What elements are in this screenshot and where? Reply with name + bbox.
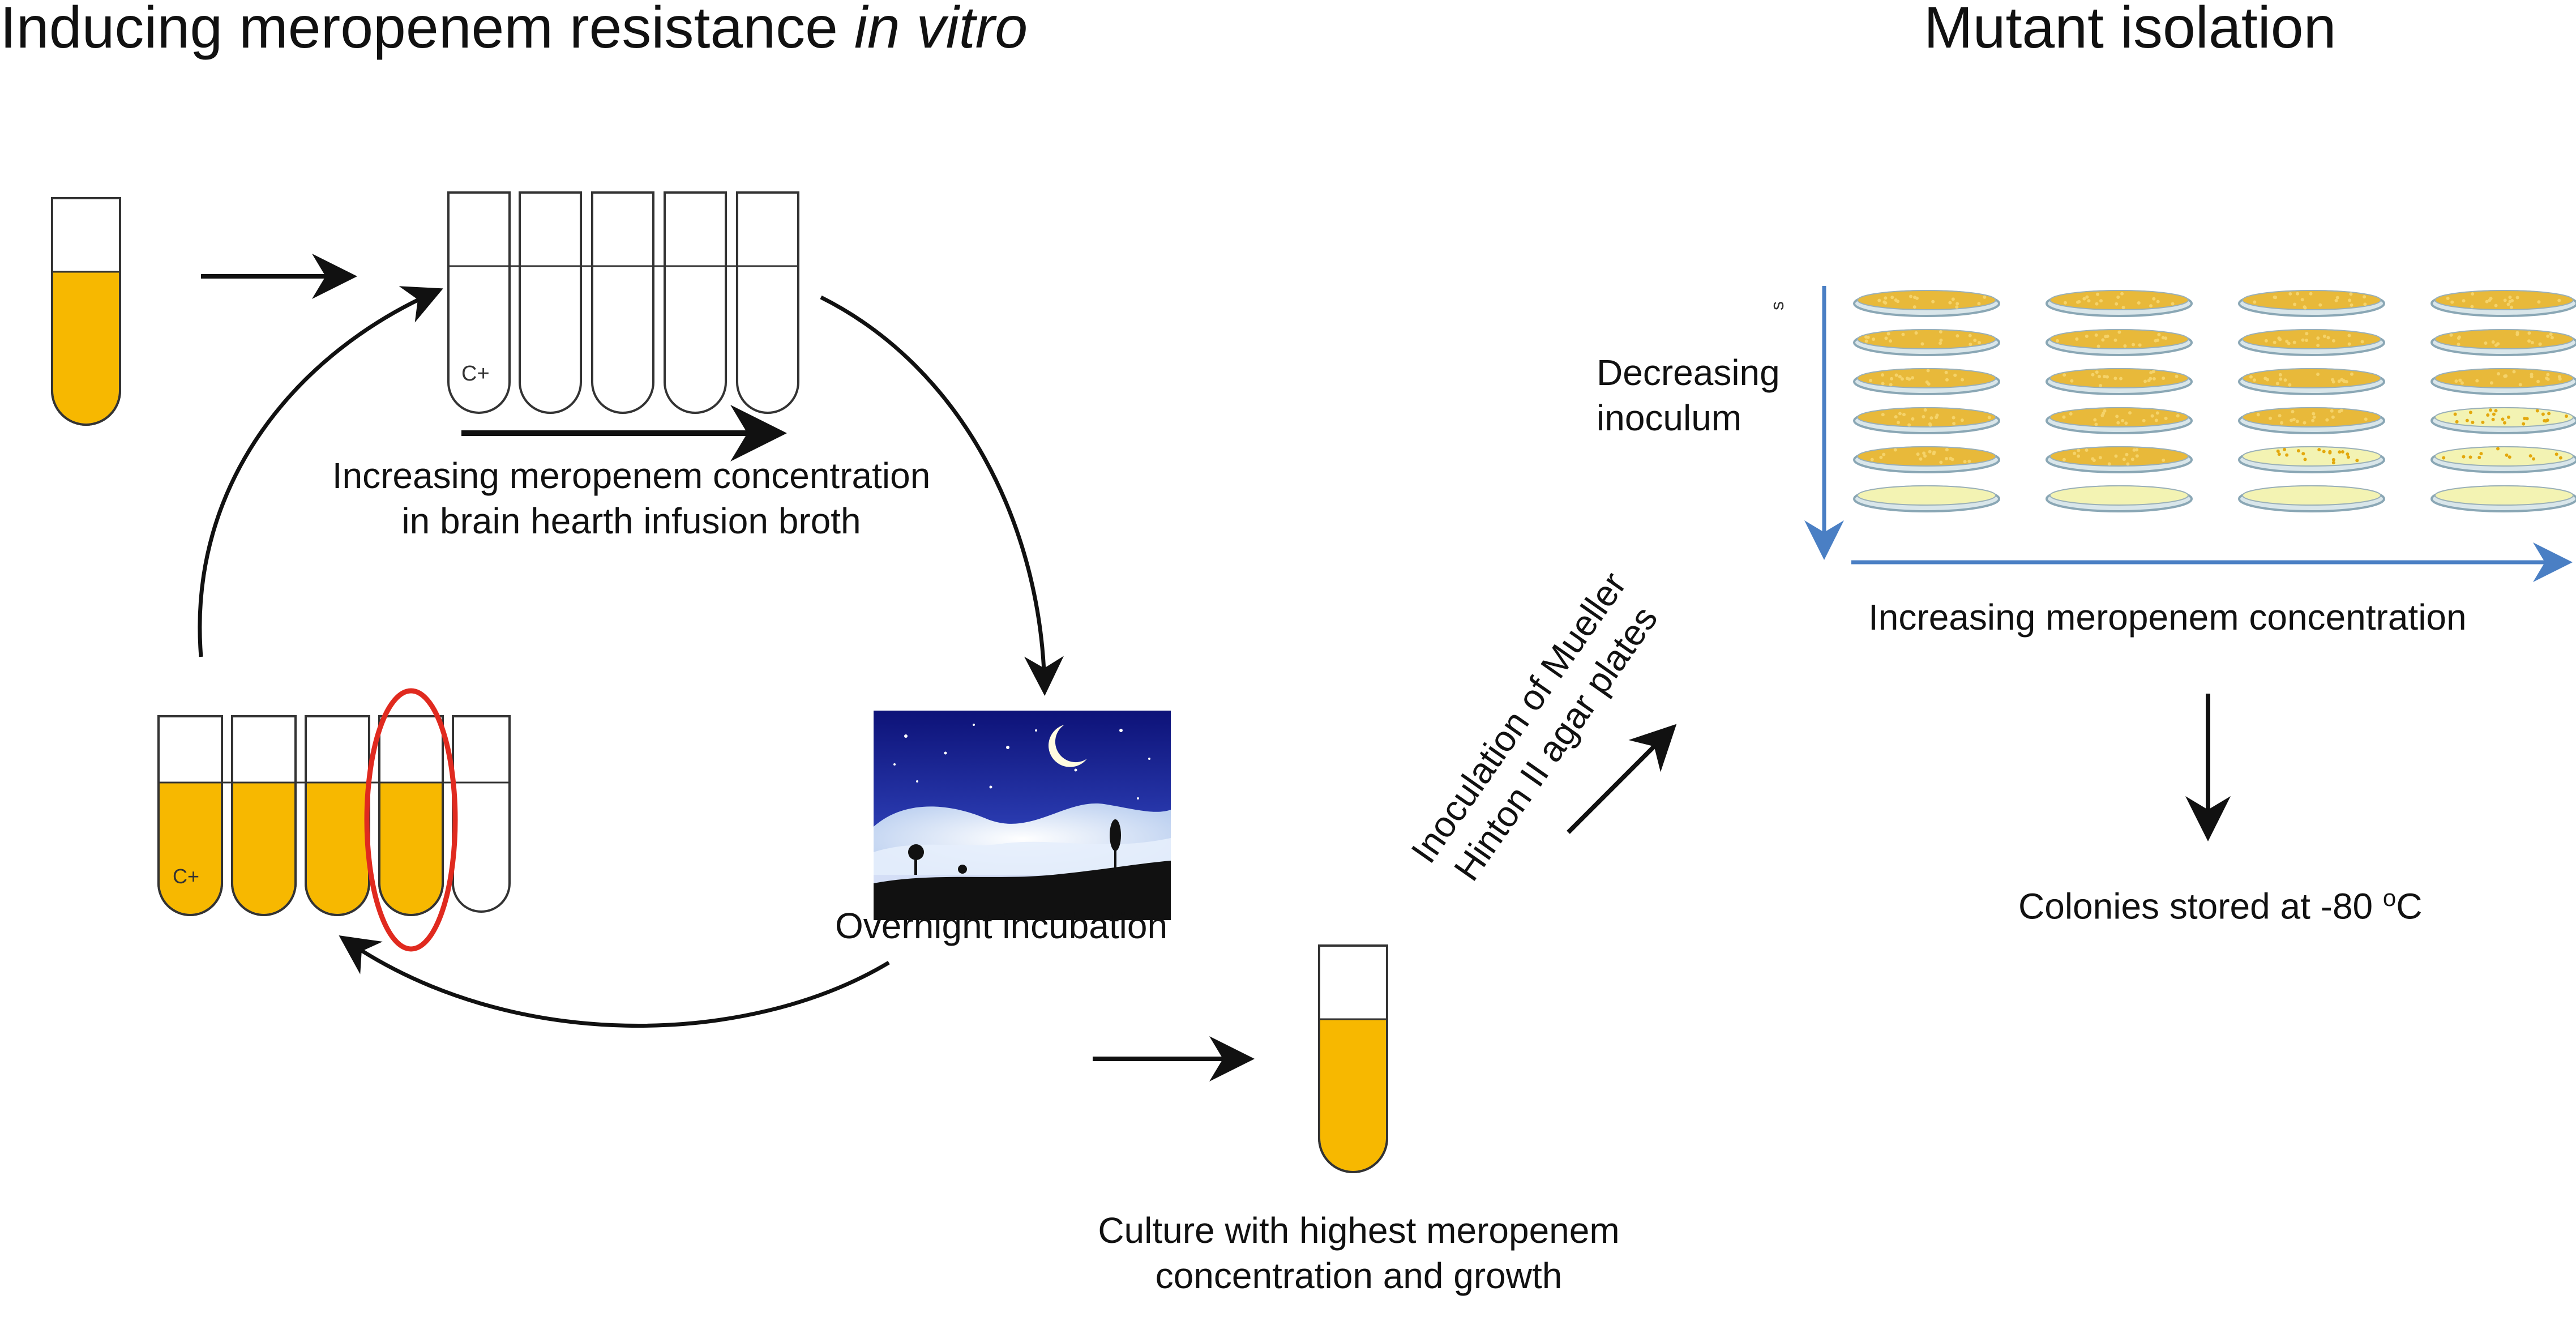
- petri-dish: [1853, 368, 2000, 395]
- left-title-main: Inducing meropenem resistance: [0, 0, 838, 61]
- arrow-bottom-to-top: [198, 286, 443, 657]
- petri-dish: [2430, 485, 2576, 512]
- petri-dish: [2430, 407, 2576, 434]
- small-mark: s: [1767, 301, 1787, 310]
- petri-dish: [2238, 485, 2385, 512]
- petri-dish: [2430, 368, 2576, 395]
- colonies-degree: o: [2382, 884, 2397, 911]
- top-tube-series: [447, 191, 799, 414]
- increasing-caption-line2: in brain hearth infusion broth: [401, 501, 861, 541]
- overnight-caption: Overnight incubation: [835, 905, 1168, 946]
- petri-dish: [2046, 407, 2193, 434]
- petri-dish: [2430, 446, 2576, 473]
- moon-icon: [1049, 725, 1087, 767]
- left-title-italic: in vitro: [854, 0, 1028, 61]
- bottom-control-label: C+: [173, 865, 199, 888]
- arrow-to-plates: [1567, 724, 1677, 834]
- petri-dish: [1853, 290, 2000, 317]
- decreasing-label-line1: Decreasing: [1597, 352, 1780, 393]
- petri-dish: [1853, 329, 2000, 356]
- top-control-label: C+: [461, 362, 490, 386]
- petri-dish: [2238, 329, 2385, 356]
- petri-dish: [2046, 329, 2193, 356]
- petri-dish: [2238, 446, 2385, 473]
- culture-caption: Culture with highest meropenem concentra…: [991, 1208, 1727, 1298]
- petri-dish: [2046, 368, 2193, 395]
- highlight-ellipse: [364, 688, 458, 952]
- arrow-overnight-to-bottom: [339, 935, 890, 1028]
- increasing-concentration-caption: Increasing meropenem concentration in br…: [277, 453, 985, 544]
- petri-dish: [2430, 329, 2576, 356]
- decreasing-label-line2: inoculum: [1597, 397, 1742, 438]
- petri-dish: [1853, 446, 2000, 473]
- petri-dish: [1853, 407, 2000, 434]
- right-title: Mutant isolation: [1924, 0, 2337, 61]
- petri-dish: [2238, 407, 2385, 434]
- petri-dish: [2046, 485, 2193, 512]
- petri-dish: [2430, 290, 2576, 317]
- increasing-caption-line1: Increasing meropenem concentration: [332, 455, 931, 496]
- arrow-to-overnight: [820, 295, 1064, 696]
- colonies-caption: Colonies stored at -80 oC: [2018, 883, 2422, 929]
- culture-caption-line2: concentration and growth: [1155, 1255, 1563, 1296]
- bottom-tube-series: [157, 715, 511, 916]
- petri-dish: [1853, 485, 2000, 512]
- petri-dish: [2046, 446, 2193, 473]
- selected-culture-tube: [1318, 944, 1388, 1173]
- colonies-prefix: Colonies stored at -80: [2018, 886, 2383, 927]
- starting-culture-tube: [51, 197, 121, 426]
- increasing-plates-label: Increasing meropenem concentration: [1868, 597, 2467, 638]
- decreasing-inoculum-label: Decreasing inoculum: [1597, 350, 1780, 441]
- left-title: Inducing meropenem resistance in vitro: [0, 0, 1028, 60]
- petri-dish-grid: [1853, 290, 2576, 512]
- petri-dish: [2238, 368, 2385, 395]
- overnight-night-image: [874, 711, 1171, 920]
- petri-dish: [2238, 290, 2385, 317]
- colonies-suffix: C: [2396, 886, 2423, 927]
- petri-dish: [2046, 290, 2193, 317]
- culture-caption-line1: Culture with highest meropenem: [1098, 1210, 1620, 1251]
